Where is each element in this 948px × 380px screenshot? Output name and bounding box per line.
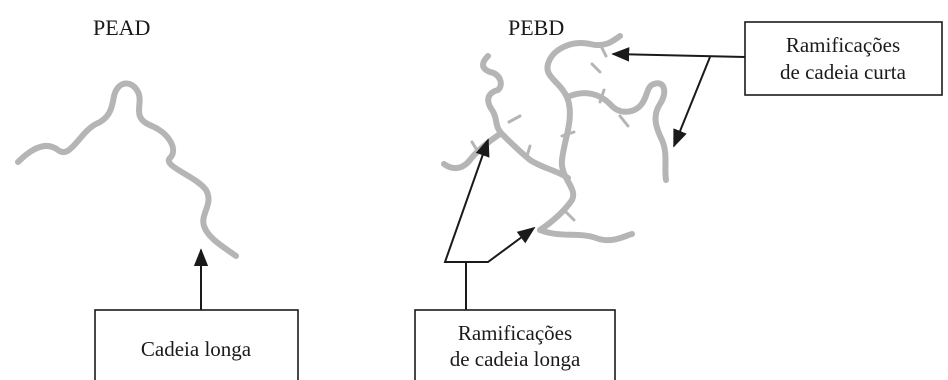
arrow-long-branch-right [466, 228, 534, 262]
arrow-short-branch-top [613, 54, 745, 57]
long-branches-label-2: de cadeia longa [450, 347, 581, 371]
ldpe-branch-left [483, 56, 568, 178]
long-chain-label: Cadeia longa [141, 337, 252, 361]
hdpe-title: PEAD [93, 15, 150, 40]
long-branches-label-1: Ramificações [458, 321, 572, 345]
ldpe-branch-far-left [444, 134, 500, 168]
arrow-short-branch-down [674, 57, 710, 146]
ldpe-title: PEBD [508, 15, 564, 40]
ldpe-branch-bottom [540, 230, 632, 240]
hdpe-chain [18, 83, 236, 256]
short-branches-label-1: Ramificações [786, 33, 900, 57]
short-branches-label-2: de cadeia curta [780, 60, 907, 84]
ldpe-branch-right [570, 83, 666, 180]
ldpe-backbone [540, 36, 620, 230]
